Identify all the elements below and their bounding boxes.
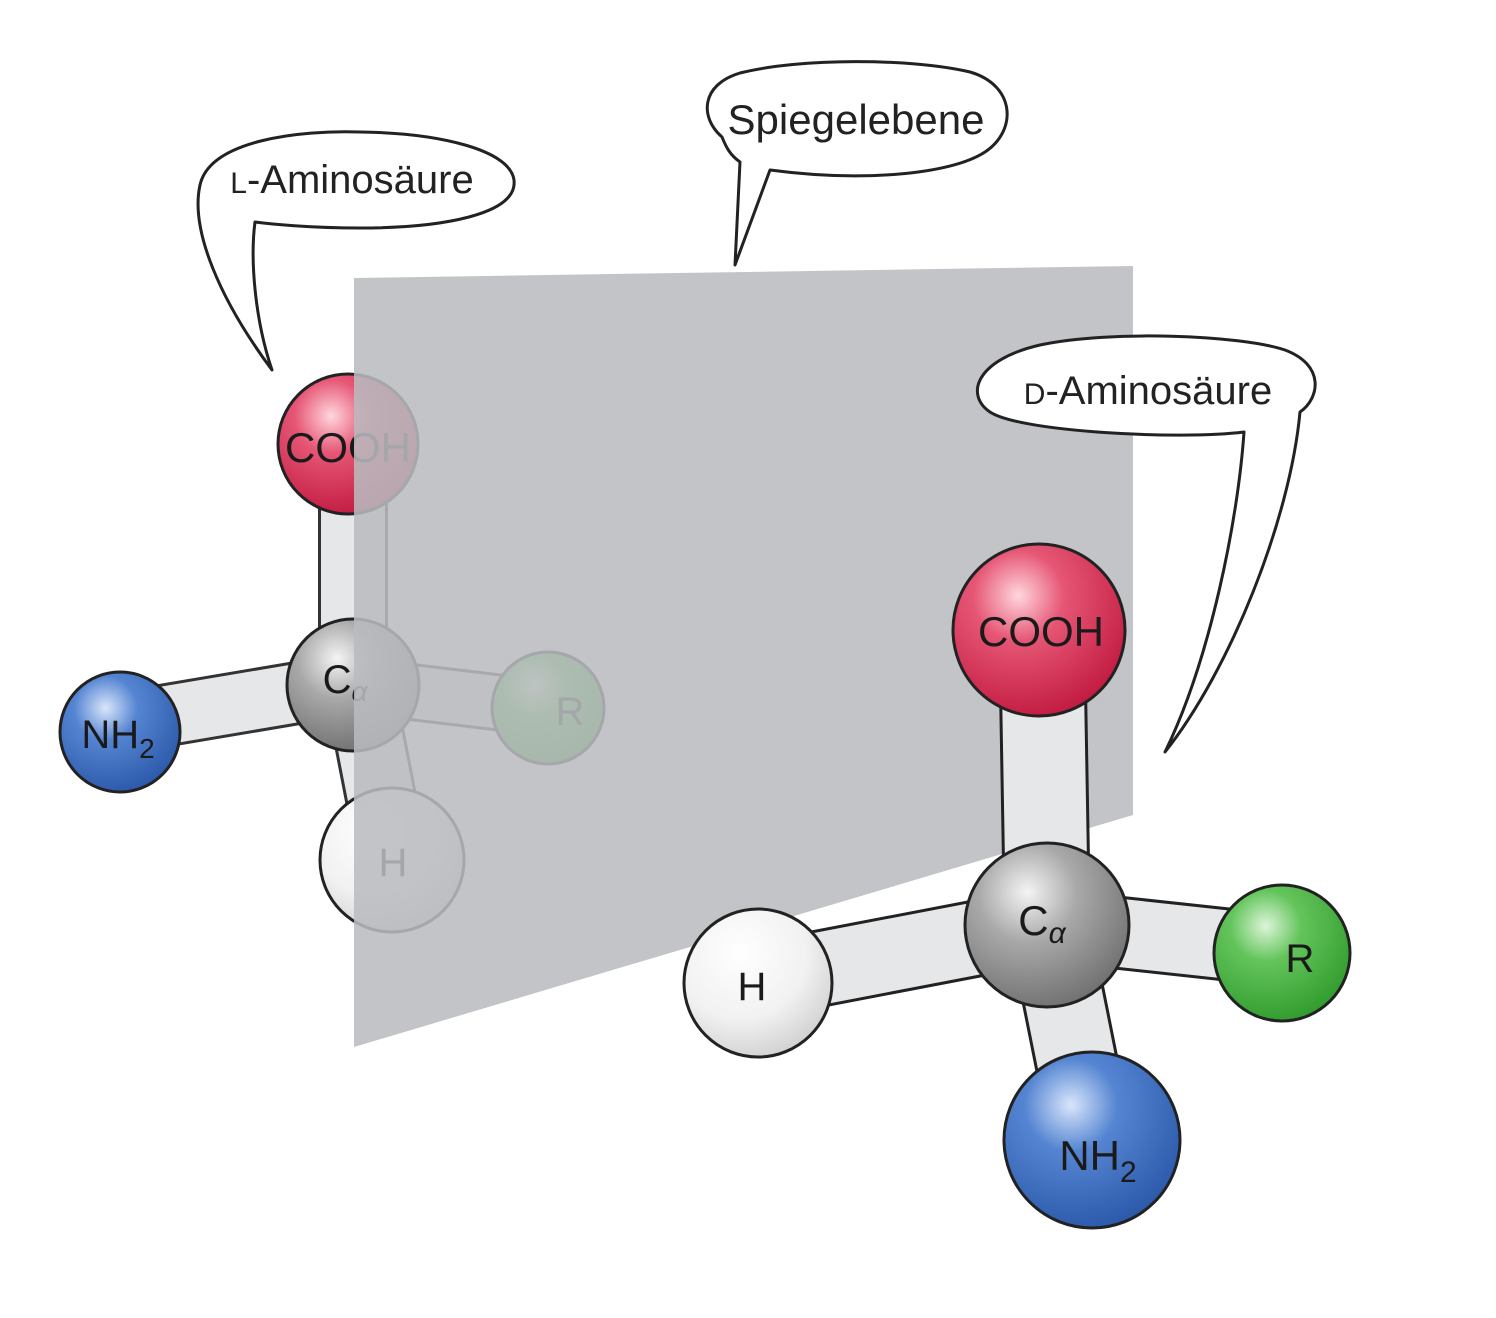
callout-d-amino-acid: D-Aminosäure [975,334,1317,754]
callout-mirror-plane: Spiegelebene [705,60,1009,267]
callout-l-amino-acid: L-Aminosäure [196,130,516,372]
label-d-nh2: NH2 [1059,1132,1136,1189]
label-d-cooh: COOH [978,608,1104,655]
label-d-h: H [738,965,767,1009]
atom-d-nh2 [1002,1050,1182,1230]
mirror-plane [354,266,1133,1047]
label-mirror-plane: Spiegelebene [728,96,985,143]
label-d-calpha: Cα [1018,897,1066,950]
label-l-amino-acid: L-Aminosäure [230,158,473,202]
label-l-nh2: NH2 [81,713,154,764]
atom-d-cooh [951,542,1127,718]
atom-d-r [1212,883,1352,1023]
atom-l-nh2 [58,670,182,794]
atom-d-h [682,907,834,1059]
molecule-d: COOH H R Cα NH2 [682,542,1352,1230]
label-d-r: R [1286,937,1315,981]
atom-d-calpha [963,841,1131,1009]
label-d-amino-acid: D-Aminosäure [1024,369,1272,413]
